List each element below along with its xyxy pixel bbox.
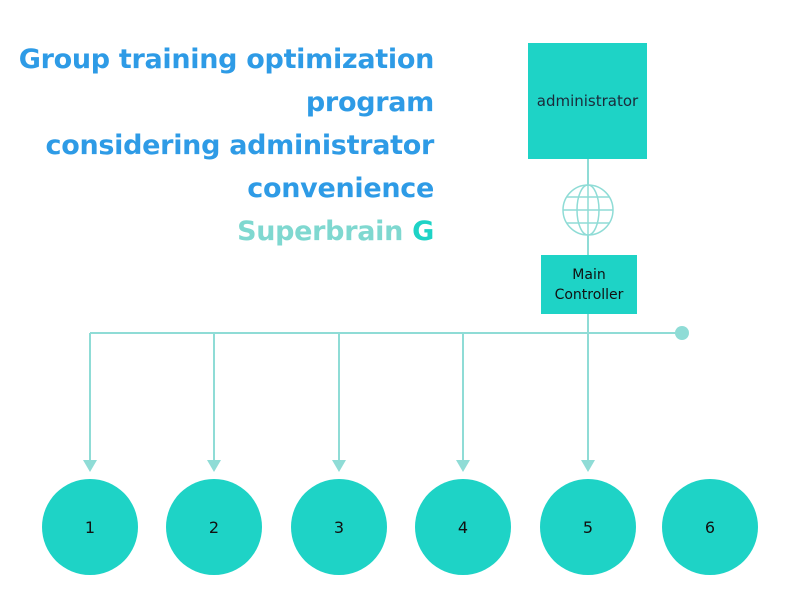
brand-mark: G: [412, 216, 434, 247]
arrow-head-4: [456, 460, 470, 472]
node-label: 3: [333, 517, 345, 537]
node-6: 6: [662, 479, 758, 575]
brand-text: Superbrain: [237, 216, 413, 247]
node-label: 1: [84, 517, 96, 537]
node-label: 5: [582, 517, 594, 537]
main-controller-label-line1: Main: [572, 266, 606, 283]
arrow-head-1: [83, 460, 97, 472]
arrow-head-3: [332, 460, 346, 472]
bus-end-dot: [675, 326, 689, 340]
title-line-3: considering administrator: [45, 130, 435, 161]
node-3: 3: [291, 479, 387, 575]
arrow-head-2: [207, 460, 221, 472]
globe-icon: [562, 184, 614, 236]
title-line-2: program: [305, 87, 434, 118]
node-1: 1: [42, 479, 138, 575]
diagram-title: Group training optimization program cons…: [18, 38, 435, 253]
administrator-label: administrator: [536, 92, 639, 110]
main-controller-box: Main Controller: [541, 255, 637, 314]
node-4: 4: [415, 479, 511, 575]
node-label: 6: [704, 517, 716, 537]
title-line-1: Group training optimization: [18, 44, 435, 75]
node-5: 5: [540, 479, 636, 575]
node-2: 2: [166, 479, 262, 575]
brand-name: Superbrain G: [19, 210, 434, 253]
main-controller-label-line2: Controller: [554, 286, 624, 303]
administrator-box: administrator: [528, 43, 647, 159]
arrow-head-5: [581, 460, 595, 472]
title-line-4: convenience: [247, 173, 434, 204]
node-label: 4: [457, 517, 469, 537]
node-label: 2: [208, 517, 220, 537]
